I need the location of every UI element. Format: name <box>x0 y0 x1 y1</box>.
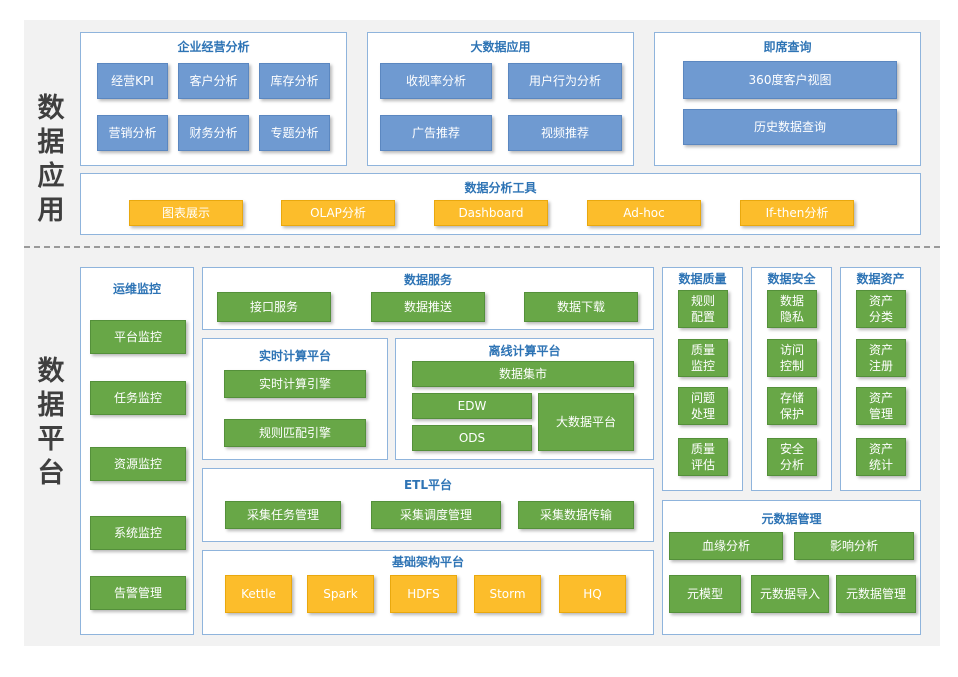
box-adhoc: Ad-hoc <box>587 200 701 226</box>
box-collection-task: 采集任务管理 <box>225 501 341 529</box>
box-marketing-analysis: 营销分析 <box>97 115 168 151</box>
box-ad-recommendation: 广告推荐 <box>380 115 492 151</box>
box-collection-transfer: 采集数据传输 <box>518 501 634 529</box>
panel-infrastructure: 基础架构平台 Kettle Spark HDFS Storm HQ <box>202 550 654 635</box>
box-data-mart: 数据集市 <box>412 361 634 387</box>
box-user-behavior: 用户行为分析 <box>508 63 622 99</box>
box-api-service: 接口服务 <box>217 292 331 322</box>
panel-title: 元数据管理 <box>761 512 822 526</box>
box-quality-assessment: 质量 评估 <box>678 438 728 476</box>
box-task-monitoring: 任务监控 <box>90 381 186 415</box>
box-inventory-analysis: 库存分析 <box>259 63 330 99</box>
box-metadata-management: 元数据管理 <box>836 575 916 613</box>
panel-realtime-compute: 实时计算平台 实时计算引擎 规则匹配引擎 <box>202 338 388 460</box>
box-if-then: If-then分析 <box>740 200 854 226</box>
box-spark: Spark <box>307 575 374 613</box>
panel-title: ETL平台 <box>403 478 453 492</box>
box-meta-model: 元模型 <box>669 575 741 613</box>
box-issue-handling: 问题 处理 <box>678 387 728 425</box>
panel-title: 离线计算平台 <box>488 344 561 358</box>
box-alert-management: 告警管理 <box>90 576 186 610</box>
box-access-control: 访问 控制 <box>767 339 817 377</box>
panel-adhoc-query: 即席查询 360度客户视图 历史数据查询 <box>654 32 921 166</box>
box-quality-monitoring: 质量 监控 <box>678 339 728 377</box>
box-edw: EDW <box>412 393 532 419</box>
box-ratings-analysis: 收视率分析 <box>380 63 492 99</box>
box-storm: Storm <box>474 575 541 613</box>
box-storage-protection: 存储 保护 <box>767 387 817 425</box>
box-kettle: Kettle <box>225 575 292 613</box>
box-impact-analysis: 影响分析 <box>794 532 914 560</box>
panel-title: 数据分析工具 <box>464 181 537 195</box>
box-ods: ODS <box>412 425 532 451</box>
box-asset-statistics: 资产 统计 <box>856 438 906 476</box>
panel-title: 实时计算平台 <box>258 349 331 363</box>
box-olap: OLAP分析 <box>281 200 395 226</box>
box-realtime-engine: 实时计算引擎 <box>224 370 366 398</box>
panel-analysis-tools: 数据分析工具 图表展示 OLAP分析 Dashboard Ad-hoc If-t… <box>80 173 921 235</box>
box-kpi: 经营KPI <box>97 63 168 99</box>
box-finance-analysis: 财务分析 <box>178 115 249 151</box>
box-topic-analysis: 专题分析 <box>259 115 330 151</box>
panel-title: 数据质量 <box>678 272 727 286</box>
panel-etl-platform: ETL平台 采集任务管理 采集调度管理 采集数据传输 <box>202 468 654 542</box>
box-platform-monitoring: 平台监控 <box>90 320 186 354</box>
box-history-query: 历史数据查询 <box>683 109 897 145</box>
panel-data-security: 数据安全 数据 隐私 访问 控制 存储 保护 安全 分析 <box>751 267 832 491</box>
box-hq: HQ <box>559 575 626 613</box>
box-data-push: 数据推送 <box>371 292 485 322</box>
box-security-analysis: 安全 分析 <box>767 438 817 476</box>
panel-bigdata-application: 大数据应用 收视率分析 用户行为分析 广告推荐 视频推荐 <box>367 32 634 166</box>
panel-title: 数据资产 <box>856 272 905 286</box>
box-rule-config: 规则 配置 <box>678 290 728 328</box>
side-label-data-platform: 数据平台 <box>37 356 65 489</box>
panel-title: 企业经营分析 <box>177 40 250 54</box>
panel-title: 运维监控 <box>112 282 161 296</box>
box-customer-analysis: 客户分析 <box>178 63 249 99</box>
box-metadata-import: 元数据导入 <box>751 575 829 613</box>
box-data-download: 数据下载 <box>524 292 638 322</box>
box-customer-360: 360度客户视图 <box>683 61 897 99</box>
section-divider <box>24 246 940 248</box>
box-bigdata-platform: 大数据平台 <box>538 393 634 451</box>
box-chart-display: 图表展示 <box>129 200 243 226</box>
box-dashboard: Dashboard <box>434 200 548 226</box>
side-label-data-application: 数据应用 <box>37 93 65 226</box>
panel-title: 数据安全 <box>767 272 816 286</box>
box-asset-registration: 资产 注册 <box>856 339 906 377</box>
box-asset-management: 资产 管理 <box>856 387 906 425</box>
box-rule-matching-engine: 规则匹配引擎 <box>224 419 366 447</box>
box-hdfs: HDFS <box>390 575 457 613</box>
panel-enterprise-analysis: 企业经营分析 经营KPI 客户分析 库存分析 营销分析 财务分析 专题分析 <box>80 32 347 166</box>
panel-data-quality: 数据质量 规则 配置 质量 监控 问题 处理 质量 评估 <box>662 267 743 491</box>
panel-data-assets: 数据资产 资产 分类 资产 注册 资产 管理 资产 统计 <box>840 267 921 491</box>
box-lineage-analysis: 血缘分析 <box>669 532 783 560</box>
box-resource-monitoring: 资源监控 <box>90 447 186 481</box>
box-asset-classification: 资产 分类 <box>856 290 906 328</box>
panel-metadata-management: 元数据管理 血缘分析 影响分析 元模型 元数据导入 元数据管理 <box>662 500 921 635</box>
panel-ops-monitoring: 运维监控 平台监控 任务监控 资源监控 系统监控 告警管理 <box>80 267 194 635</box>
panel-data-service: 数据服务 接口服务 数据推送 数据下载 <box>202 267 654 330</box>
panel-title: 数据服务 <box>403 273 452 287</box>
box-data-privacy: 数据 隐私 <box>767 290 817 328</box>
box-system-monitoring: 系统监控 <box>90 516 186 550</box>
box-video-recommendation: 视频推荐 <box>508 115 622 151</box>
panel-title: 基础架构平台 <box>391 555 464 569</box>
panel-title: 即席查询 <box>763 40 812 54</box>
panel-title: 大数据应用 <box>470 40 531 54</box>
box-collection-scheduling: 采集调度管理 <box>371 501 501 529</box>
panel-offline-compute: 离线计算平台 数据集市 EDW ODS 大数据平台 <box>395 338 654 460</box>
